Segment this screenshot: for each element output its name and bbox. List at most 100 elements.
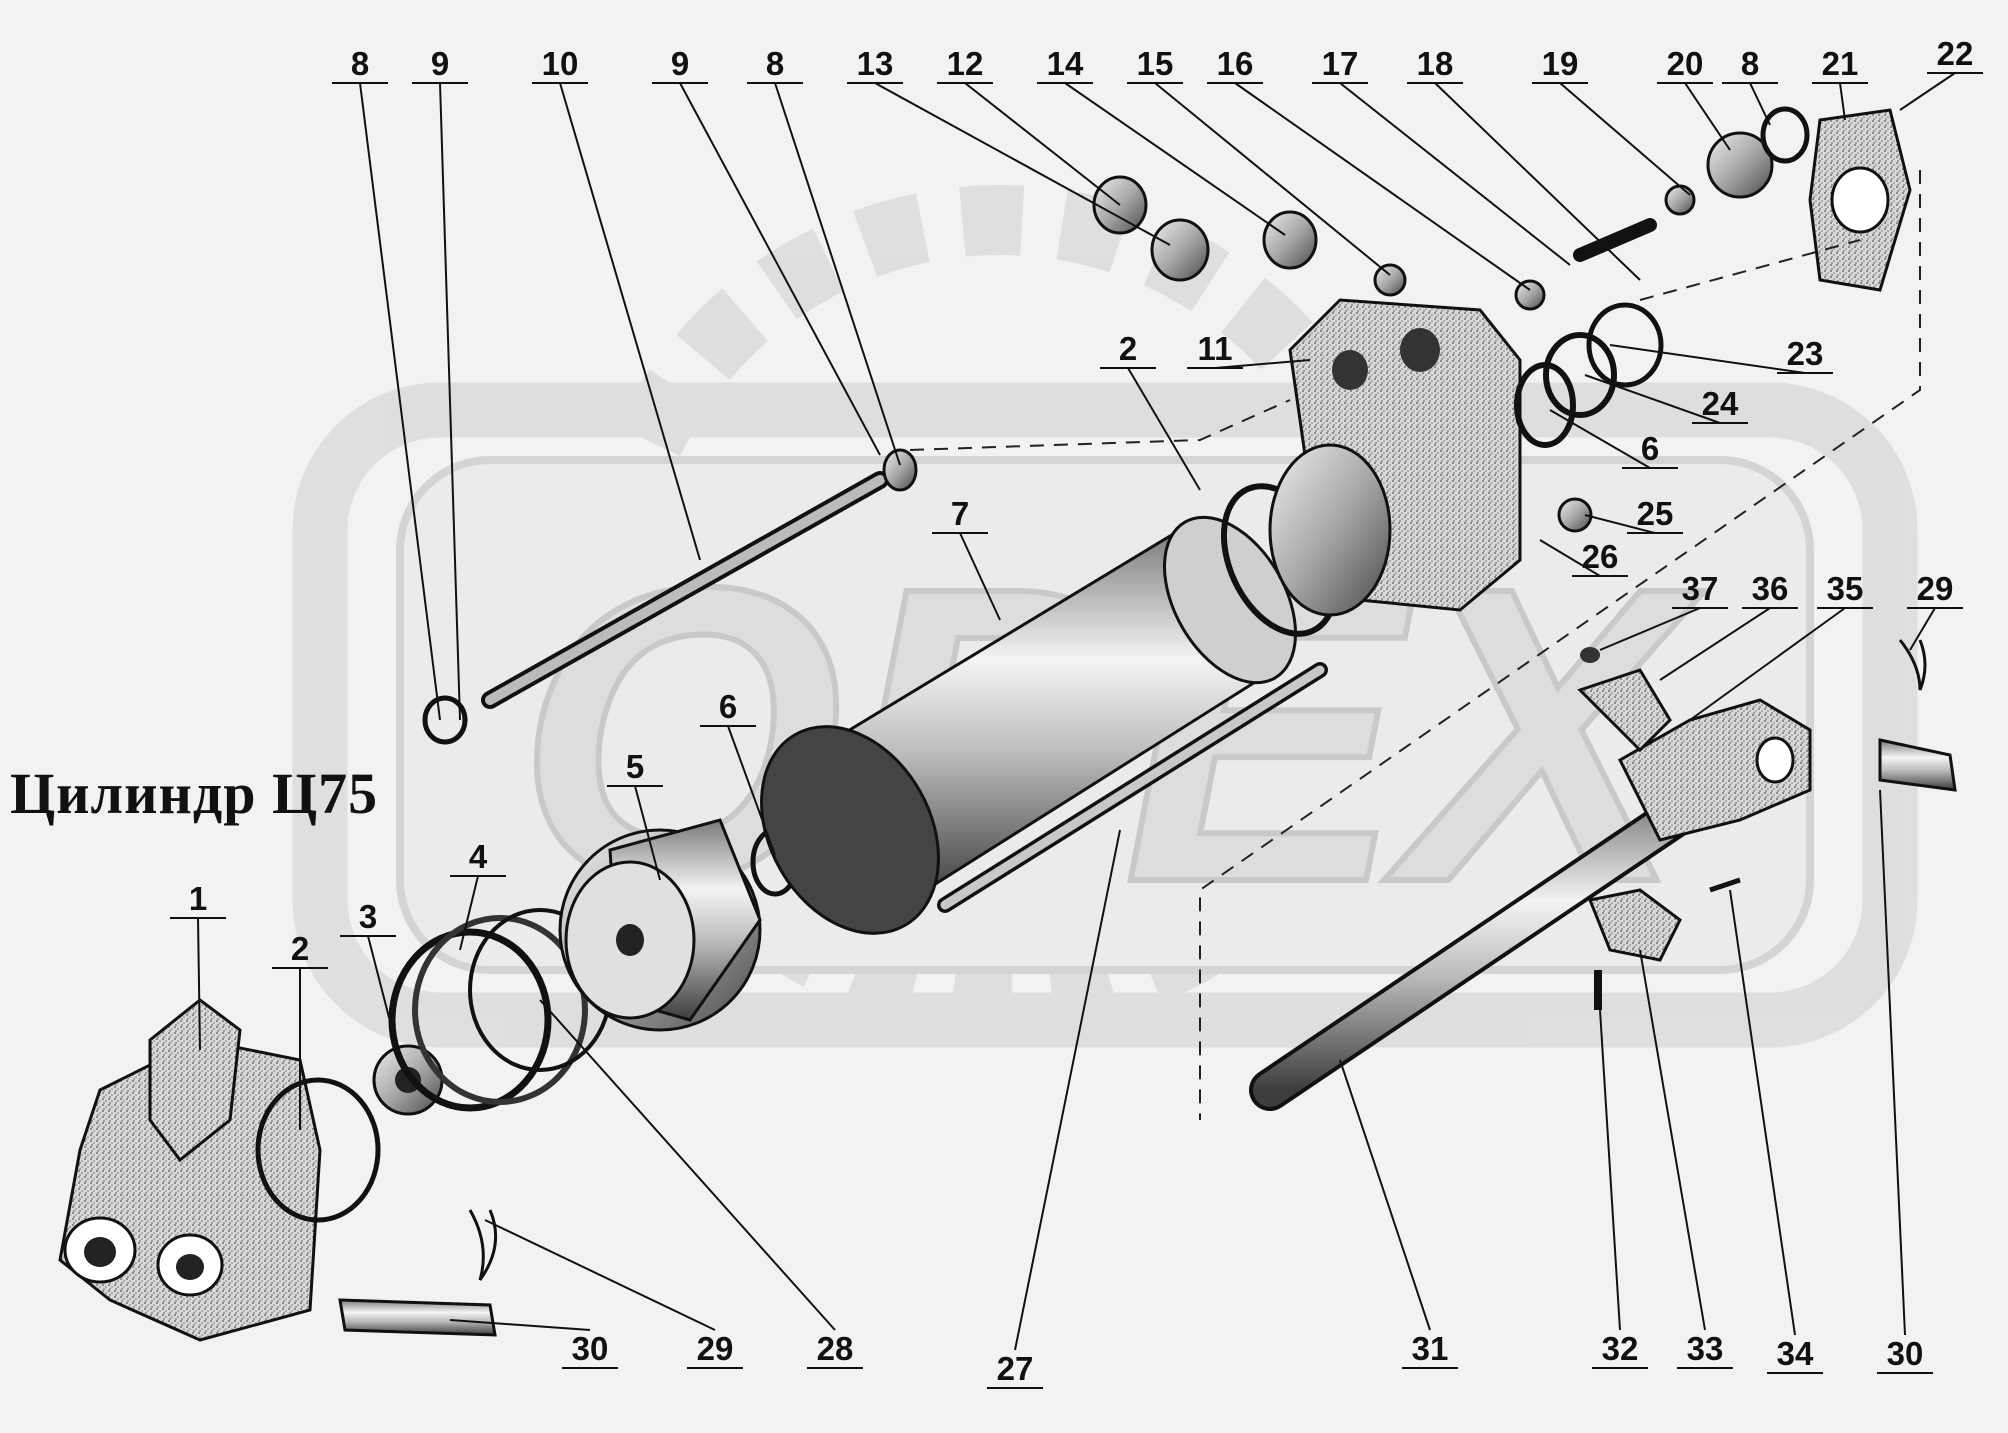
leader-line [1749,82,1771,126]
leader-line [359,82,441,721]
assembly-guide-lines [909,170,1921,1120]
leader-line [1584,514,1656,534]
cylinder-tube-part-7 [760,515,1298,935]
leader-line [449,1319,591,1331]
leader-line [1559,82,1691,196]
leader-line [1234,82,1531,291]
callout-bottom-5: 32 [1602,1330,1639,1367]
leader-line [1127,367,1201,491]
callout-bottom-3: 27 [997,1350,1034,1387]
leader-line [459,875,479,951]
callout-top-0: 8 [351,45,369,82]
o-ring-part-2 [255,1077,381,1223]
callout-bottom-6: 33 [1687,1330,1724,1367]
callout-middle-0: 2 [1119,330,1137,367]
leader-line [1339,82,1571,266]
leader-line [1064,82,1286,236]
callout-top-1: 9 [431,45,449,82]
leader-line [727,725,776,856]
callout-middle-3: 6 [719,688,737,725]
callout-bottom-0: 30 [572,1330,609,1367]
leader-line [1839,82,1846,121]
callout-right-0: 23 [1787,335,1824,372]
leader-line [959,532,1001,621]
callout-bottom-2: 28 [817,1330,854,1367]
leader-line [964,82,1121,206]
callout-top-2: 10 [542,45,579,82]
callout-top-11: 18 [1417,45,1454,82]
callout-middle-1: 11 [1198,330,1233,367]
leader-line [1539,539,1601,577]
callout-top-14: 8 [1741,45,1759,82]
callout-middle-6: 1 [189,880,207,917]
callout-middle-12: 29 [1917,570,1954,607]
leader-line [197,917,201,1051]
rear-head-part-11 [1268,298,1522,617]
callout-top-15: 21 [1822,45,1859,82]
callout-right-3: 25 [1637,495,1674,532]
leader-line [539,999,836,1331]
leader-line [1899,72,1956,111]
leader-line [484,1219,716,1331]
callout-bottom-8: 30 [1887,1335,1924,1372]
page-title: Цилиндр Ц75 [10,761,379,826]
leader-line [1599,607,1701,651]
leader-line [1659,607,1771,681]
callout-middle-9: 37 [1682,570,1719,607]
callout-top-4: 8 [766,45,784,82]
callout-middle-8: 3 [359,898,377,935]
leader-line [1599,1009,1621,1331]
callout-bottom-4: 31 [1412,1330,1449,1367]
nut-part-3 [372,1044,444,1116]
leader-line [1434,82,1641,281]
callout-top-16: 22 [1937,35,1974,72]
leader-line [634,785,661,881]
leader-line [1584,374,1721,424]
leader-line [1689,607,1846,721]
callout-top-3: 9 [671,45,689,82]
callout-middle-2: 7 [951,495,969,532]
leader-line [559,82,701,561]
leader-line [1879,789,1906,1336]
callout-top-10: 17 [1322,45,1359,82]
callout-top-8: 15 [1137,45,1174,82]
callout-bottom-1: 29 [697,1330,734,1367]
callout-top-12: 19 [1542,45,1579,82]
leader-line [1154,82,1391,276]
leader-line [1339,1059,1431,1331]
callout-middle-4: 5 [626,748,644,785]
tie-rod-part-27 [937,662,1328,913]
callout-right-1: 24 [1702,385,1739,422]
leader-line [679,82,881,456]
callout-middle-11: 35 [1827,570,1864,607]
upper-rod-part-10 [422,448,918,745]
leader-line [1639,949,1706,1331]
fittings-parts-12-20 [1092,106,1810,311]
leader-line [1609,344,1806,374]
front-cover-part [58,998,322,1342]
callout-top-7: 14 [1047,45,1084,82]
leader-line [1214,359,1311,369]
piston-part-5 [558,818,762,1032]
leader-line [439,82,461,721]
rod-clevis-part-31-35 [1249,668,1812,1111]
leader-line [874,82,1171,246]
leader-line [774,82,901,466]
flange-part-21 [1808,108,1912,292]
callout-right-2: 6 [1641,430,1659,467]
callout-right-4: 26 [1582,538,1619,575]
callout-bottom-7: 34 [1777,1335,1814,1372]
leader-line [1684,82,1731,151]
callout-middle-10: 36 [1752,570,1789,607]
callout-middle-7: 2 [291,930,309,967]
leader-line [367,935,401,1061]
callout-top-5: 13 [857,45,894,82]
rings-parts-23-24-6 [1514,302,1664,533]
clamp-and-pins-parts-29-37 [338,639,1957,1337]
callout-top-6: 12 [947,45,984,82]
leader-line [1549,409,1651,469]
leader-line [1014,829,1121,1351]
